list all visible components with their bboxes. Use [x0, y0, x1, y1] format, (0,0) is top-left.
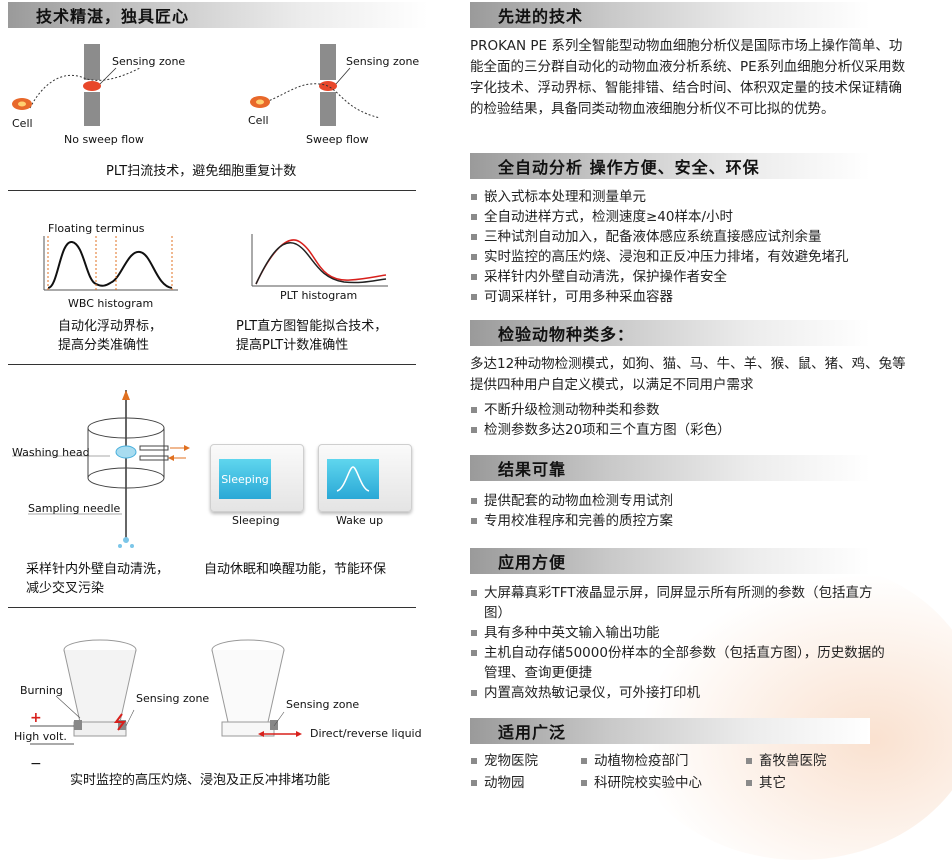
divider-2: [8, 364, 416, 365]
burning-label: Burning: [20, 684, 63, 697]
plt-sweep-caption: PLT扫流技术，避免细胞重复计数: [106, 164, 297, 179]
reliable-list: 提供配套的动物血检测专用试剂 专用校准程序和完善的质控方案: [470, 491, 673, 531]
list-item: 宠物医院: [470, 751, 580, 771]
header-advanced-tech: 先进的技术: [470, 2, 870, 28]
aperture-top-right: [320, 44, 336, 80]
list-item: 采样针内外壁自动清洗，保护操作者安全: [470, 267, 849, 287]
advanced-tech-paragraph: PROKAN PE 系列全智能型动物血细胞分析仪是国际市场上操作简单、功能全面的…: [470, 38, 906, 117]
list-item: 可调采样针，可用多种采血容器: [470, 287, 849, 307]
no-sweep-flow-label: No sweep flow: [64, 133, 144, 146]
list-item: 三种试剂自动加入，配备液体感应系统直接感应试剂余量: [470, 227, 849, 247]
list-item: 全自动进样方式，检测速度≥40样本/小时: [470, 207, 849, 227]
sensing-dot-left: [83, 81, 101, 91]
washing-head-label: Washing head: [12, 446, 90, 459]
list-item: 内置高效热敏记录仪，可外接打印机: [470, 683, 890, 703]
sleeping-screen: Sleeping: [210, 444, 304, 512]
sensing-zone-label-4: Sensing zone: [286, 698, 360, 711]
sweep-flow-diagram: [12, 44, 381, 126]
list-item: 具有多种中英文输入输出功能: [470, 623, 890, 643]
list-item: 主机自动存储50000份样本的全部参数（包括直方图），历史数据的管理、查询更便捷: [470, 643, 890, 683]
plus-sign: +: [30, 710, 42, 726]
list-item: 专用校准程序和完善的质控方案: [470, 511, 673, 531]
list-item: 检测参数多达20项和三个直方图（彩色）: [470, 420, 731, 440]
wakeup-screen: [318, 444, 412, 512]
list-item: 大屏幕真彩TFT液晶显示屏，同屏显示所有所测的参数（包括直方图）: [470, 583, 890, 623]
header-reliable: 结果可靠: [470, 455, 870, 481]
sleep-wake-caption: 自动休眠和唤醒功能，节能环保: [204, 562, 387, 577]
list-item: 动物园: [470, 773, 580, 793]
background-swoosh: [620, 560, 952, 860]
washing-head-diagram: [12, 390, 190, 548]
floating-caption: 自动化浮动界标，提高分类准确性: [58, 319, 163, 353]
divider-3: [8, 607, 416, 608]
animal-types-list: 不断升级检测动物种类和参数 检测参数多达20项和三个直方图（彩色）: [470, 400, 731, 440]
wakeup-display: [327, 459, 379, 499]
sensing-zone-label-2: Sensing zone: [346, 55, 420, 68]
wide-use-grid: 宠物医院 动植物检疫部门 畜牧兽医院 动物园 科研院校实验中心 其它: [470, 751, 855, 793]
sleeping-display: Sleeping: [219, 459, 271, 499]
cell-label-1: Cell: [12, 117, 33, 130]
list-item: 动植物检疫部门: [580, 751, 745, 771]
wbc-histogram-label: WBC histogram: [68, 297, 154, 310]
sleeping-label: Sleeping: [232, 514, 280, 527]
minus-sign: −: [30, 756, 42, 772]
header-convenient: 应用方便: [470, 548, 870, 574]
list-item: 畜牧兽医院: [745, 751, 855, 771]
header-animal-types: 检验动物种类多：: [470, 320, 870, 346]
animal-types-paragraph: 多达12种动物检测模式，如狗、猫、马、牛、羊、猴、鼠、猪、鸡、兔等提供四种用户自…: [470, 356, 906, 393]
needle-clean-caption: 采样针内外壁自动清洗，减少交叉污染: [26, 562, 170, 596]
sampling-needle-label: Sampling needle: [28, 502, 121, 515]
high-volt-label: High volt.: [14, 730, 67, 743]
aperture-bottom-left: [84, 92, 100, 126]
convenient-list: 大屏幕真彩TFT液晶显示屏，同屏显示所有所测的参数（包括直方图） 具有多种中英文…: [470, 583, 890, 703]
plt-fit-caption: PLT直方图智能拟合技术，提高PLT计数准确性: [236, 319, 388, 353]
burning-diagram: [30, 639, 302, 745]
left-header: 技术精湛，独具匠心: [8, 2, 428, 28]
list-item: 提供配套的动物血检测专用试剂: [470, 491, 673, 511]
cell-label-2: Cell: [248, 114, 269, 127]
list-item: 实时监控的高压灼烧、浸泡和正反冲压力排堵，有效避免堵孔: [470, 247, 849, 267]
full-auto-list: 嵌入式标本处理和测量单元 全自动进样方式，检测速度≥40样本/小时 三种试剂自动…: [470, 187, 849, 307]
list-item: 其它: [745, 773, 855, 793]
divider-1: [8, 190, 416, 191]
sweep-flow-label: Sweep flow: [306, 133, 369, 146]
burning-caption: 实时监控的高压灼烧、浸泡及正反冲排堵功能: [70, 773, 331, 788]
aperture-bottom-right: [320, 92, 336, 126]
list-item: 不断升级检测动物种类和参数: [470, 400, 731, 420]
header-wide-use: 适用广泛: [470, 718, 870, 744]
plt-histogram-label: PLT histogram: [280, 289, 358, 302]
header-full-auto: 全自动分析 操作方便、安全、环保: [470, 153, 870, 179]
left-header-title: 技术精湛，独具匠心: [36, 7, 190, 26]
histogram-diagrams: [43, 234, 388, 291]
list-item: 科研院校实验中心: [580, 773, 745, 793]
wakeup-label: Wake up: [336, 514, 384, 527]
floating-terminus-label: Floating terminus: [48, 222, 145, 235]
sensing-zone-label-3: Sensing zone: [136, 692, 210, 705]
sensing-zone-label-1: Sensing zone: [112, 55, 186, 68]
direct-reverse-label: Direct/reverse liquid: [310, 727, 422, 740]
aperture-top-left: [84, 44, 100, 80]
list-item: 嵌入式标本处理和测量单元: [470, 187, 849, 207]
